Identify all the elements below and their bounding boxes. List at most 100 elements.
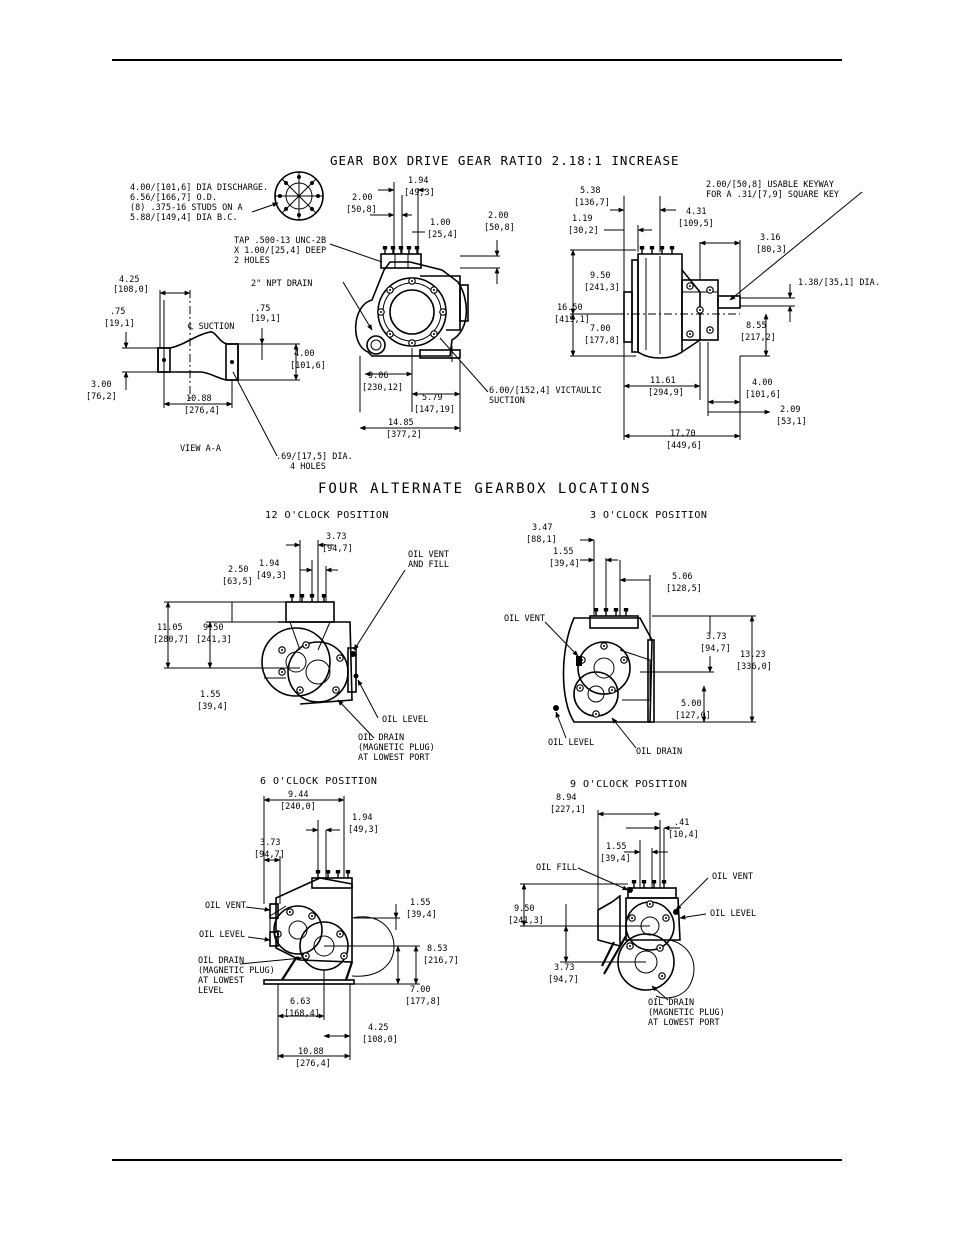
- dim-4.31-mm: [109,5]: [678, 219, 714, 229]
- dim-3.73-3: 3.73: [706, 632, 726, 642]
- dim-8.94-9-mm: [227,1]: [550, 805, 586, 815]
- keyway-note-1: 2.00/[50,8] USABLE KEYWAY: [706, 180, 834, 190]
- oil-drain-6-4: LEVEL: [198, 986, 224, 996]
- oil-drain-9-3: AT LOWEST PORT: [648, 1018, 720, 1028]
- oil-drain-12-2: (MAGNETIC PLUG): [358, 743, 435, 753]
- tap-note-3: 2 HOLES: [234, 256, 270, 266]
- dim-1.94-12: 1.94: [259, 559, 279, 569]
- dim-4.25: 4.25: [119, 275, 139, 285]
- dim-13.23-3: 13.23: [740, 650, 766, 660]
- dim-1.19: 1.19: [572, 214, 592, 224]
- dim-4.25-6-mm: [108,0]: [362, 1035, 398, 1045]
- dim-0.75-left-mm: [19,1]: [104, 319, 135, 329]
- dim-5.79-mm: [147,19]: [414, 405, 455, 415]
- gearbox-9-oclock: [520, 810, 709, 1001]
- dim-1.94-top: 1.94: [408, 176, 428, 186]
- dim-3.73-6: 3.73: [260, 838, 280, 848]
- oil-vent-fill-2: AND FILL: [408, 560, 449, 570]
- dim-8.53-6-mm: [216,7]: [423, 956, 459, 966]
- dim-3.00-mm: [76,2]: [86, 392, 117, 402]
- dim-13.23-3-mm: [336,0]: [736, 662, 772, 672]
- dim-10.88-6: 10.88: [298, 1047, 324, 1057]
- oil-drain-6-3: AT LOWEST: [198, 976, 244, 986]
- dim-9.50-9: 9.50: [514, 904, 534, 914]
- oil-drain-6-2: (MAGNETIC PLUG): [198, 966, 275, 976]
- discharge-note-4: 5.88/[149,4] DIA B.C.: [130, 213, 237, 223]
- dim-4.00-base: 4.00: [294, 349, 314, 359]
- main-title: GEAR BOX DRIVE GEAR RATIO 2.18:1 INCREAS…: [330, 153, 680, 168]
- dim-1.55-12: 1.55: [200, 690, 220, 700]
- dim-4.00-side-mm: [101,6]: [745, 390, 781, 400]
- victaulic-note-2: SUCTION: [489, 396, 525, 406]
- dim-9.50-side-mm: [241,3]: [584, 283, 620, 293]
- dim-5.00-3: 5.00: [681, 699, 701, 709]
- dim-9.06: 9.06: [368, 371, 388, 381]
- oil-vent-6: OIL VENT: [205, 901, 246, 911]
- dim-8.55-mm: [217,2]: [740, 333, 776, 343]
- dim-1.94-6-mm: [49,3]: [348, 825, 379, 835]
- dim-7.00-6-mm: [177,8]: [405, 997, 441, 1007]
- oil-vent-3: OIL VENT: [504, 614, 545, 624]
- dim-11.05-12-mm: [280,7]: [153, 635, 189, 645]
- dim-4.31: 4.31: [686, 207, 706, 217]
- dim-16.50-mm: [419,1]: [554, 315, 590, 325]
- position-12-title: 12 O'CLOCK POSITION: [265, 510, 389, 521]
- keyway-note-2: FOR A .31/[7,9] SQUARE KEY: [706, 190, 839, 200]
- dim-10.88-6-mm: [276,4]: [295, 1059, 331, 1069]
- dim-0.75-left: .75: [110, 307, 125, 317]
- dim-9.50-side: 9.50: [590, 271, 610, 281]
- dim-7.00-6: 7.00: [410, 985, 430, 995]
- position-6-title: 6 O'CLOCK POSITION: [260, 776, 377, 787]
- oil-level-3: OIL LEVEL: [548, 738, 594, 748]
- dim-8.55: 8.55: [746, 321, 766, 331]
- dim-0.41-9: .41: [674, 818, 689, 828]
- dim-2.09: 2.09: [780, 405, 800, 415]
- dim-5.00-3-mm: [127,0]: [675, 711, 711, 721]
- dim-2.00-top: 2.00: [352, 193, 372, 203]
- dim-9.50-12: 9.50: [203, 623, 223, 633]
- dim-3.73-9: 3.73: [554, 963, 574, 973]
- dim-1.00-mm: [25,4]: [427, 230, 458, 240]
- dim-8.53-6: 8.53: [427, 944, 447, 954]
- gearbox-6-oclock: [239, 796, 420, 1060]
- pump-side-view: [570, 191, 863, 440]
- dim-2.50-12: 2.50: [228, 565, 248, 575]
- dim-6.63-6: 6.63: [290, 997, 310, 1007]
- oil-level-9: OIL LEVEL: [710, 909, 756, 919]
- oil-drain-3: OIL DRAIN: [636, 747, 682, 757]
- dim-1.00: 1.00: [430, 218, 450, 228]
- dim-6.63-6-mm: [168,4]: [284, 1009, 320, 1019]
- dim-5.06-3: 5.06: [672, 572, 692, 582]
- dim-3.00: 3.00: [91, 380, 111, 390]
- alternates-title: FOUR ALTERNATE GEARBOX LOCATIONS: [318, 481, 652, 497]
- dim-1.94-12-mm: [49,3]: [256, 571, 287, 581]
- dim-3.73-3-mm: [94,7]: [700, 644, 731, 654]
- dim-1.55-3-mm: [39,4]: [549, 559, 580, 569]
- dim-4.00-side: 4.00: [752, 378, 772, 388]
- oil-level-6: OIL LEVEL: [199, 930, 245, 940]
- pump-front-view: [329, 182, 500, 432]
- holes-note-2: 4 HOLES: [290, 462, 326, 472]
- dim-16.50: 16.50: [557, 303, 583, 313]
- oil-drain-12-3: AT LOWEST PORT: [358, 753, 430, 763]
- position-3-title: 3 O'CLOCK POSITION: [590, 510, 707, 521]
- dim-4.25-mm: [108,0]: [113, 285, 149, 295]
- dim-3.16-mm: [80,3]: [756, 245, 787, 255]
- dim-1.94-6: 1.94: [352, 813, 372, 823]
- dim-2.00-right: 2.00: [488, 211, 508, 221]
- gearbox-12-oclock: [164, 540, 406, 739]
- dim-0.75-right: .75: [255, 304, 270, 314]
- dim-4.00-base-mm: [101,6]: [290, 361, 326, 371]
- oil-drain-12-1: OIL DRAIN: [358, 733, 404, 743]
- dim-3.73-6-mm: [94,7]: [254, 850, 285, 860]
- discharge-flange-detail: [274, 171, 324, 221]
- oil-drain-9-1: OIL DRAIN: [648, 998, 694, 1008]
- dim-5.38: 5.38: [580, 186, 600, 196]
- dim-3.73-12: 3.73: [326, 532, 346, 542]
- dim-1.94-top-mm: [49,3]: [404, 188, 435, 198]
- victaulic-note-1: 6.00/[152,4] VICTAULIC: [489, 386, 602, 396]
- dim-9.50-9-mm: [241,3]: [508, 916, 544, 926]
- suction-centerline: ℄ SUCTION: [187, 322, 234, 332]
- dim-8.94-9: 8.94: [556, 793, 576, 803]
